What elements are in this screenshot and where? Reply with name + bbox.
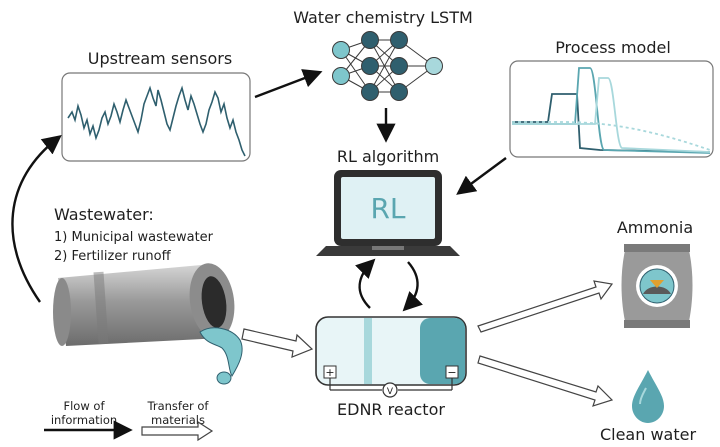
arrow-process-to-rl xyxy=(456,157,507,195)
ednr-reactor-icon xyxy=(315,316,467,398)
cathode-minus-sign: − xyxy=(447,366,456,379)
legend-info-line1: Flow of xyxy=(64,399,106,413)
process-model-panel xyxy=(509,60,714,158)
process-model-label: Process model xyxy=(555,38,671,57)
ednr-reactor-label: EDNR reactor xyxy=(337,400,445,419)
voltmeter-label: V xyxy=(387,387,394,397)
arrow-rl-to-reactor xyxy=(402,261,423,312)
legend-info-line2: information xyxy=(51,413,117,427)
arrow-sensors-to-lstm xyxy=(254,69,323,99)
legend-material-line2: materials xyxy=(151,413,205,427)
wastewater-item-fertilizer: 2) Fertilizer runoff xyxy=(54,249,172,264)
wastewater-title: Wastewater: xyxy=(54,205,154,224)
neural-network-icon xyxy=(332,31,443,101)
rl-screen-text: RL xyxy=(370,192,405,225)
process-model-curves xyxy=(512,67,711,154)
arrow-reactor-to-rl xyxy=(355,258,376,309)
lstm-label: Water chemistry LSTM xyxy=(293,8,473,27)
sensor-signal-line xyxy=(67,85,246,157)
rl-algorithm-label: RL algorithm xyxy=(337,147,439,166)
ammonia-label: Ammonia xyxy=(617,218,693,237)
legend-material-arrow xyxy=(141,420,214,442)
upstream-sensors-label: Upstream sensors xyxy=(88,49,232,68)
ammonia-bag-icon xyxy=(621,244,693,328)
arrow-pipe-to-sensors xyxy=(11,135,62,303)
arrow-reactor-to-ammonia xyxy=(477,280,614,333)
anode-plus-sign: + xyxy=(325,366,334,379)
wastewater-item-municipal: 1) Municipal wastewater xyxy=(54,230,214,245)
laptop-icon: RL xyxy=(316,170,460,256)
upstream-sensors-panel xyxy=(61,72,251,162)
arrow-reactor-to-clean-water xyxy=(477,355,614,407)
arrow-pipe-to-reactor xyxy=(241,328,314,358)
water-droplet-icon xyxy=(632,370,664,423)
legend-material-line1: Transfer of xyxy=(147,399,210,413)
droplet-highlight xyxy=(639,387,647,405)
wastewater-pipe-icon xyxy=(53,263,243,385)
clean-water-label: Clean water xyxy=(600,425,697,444)
